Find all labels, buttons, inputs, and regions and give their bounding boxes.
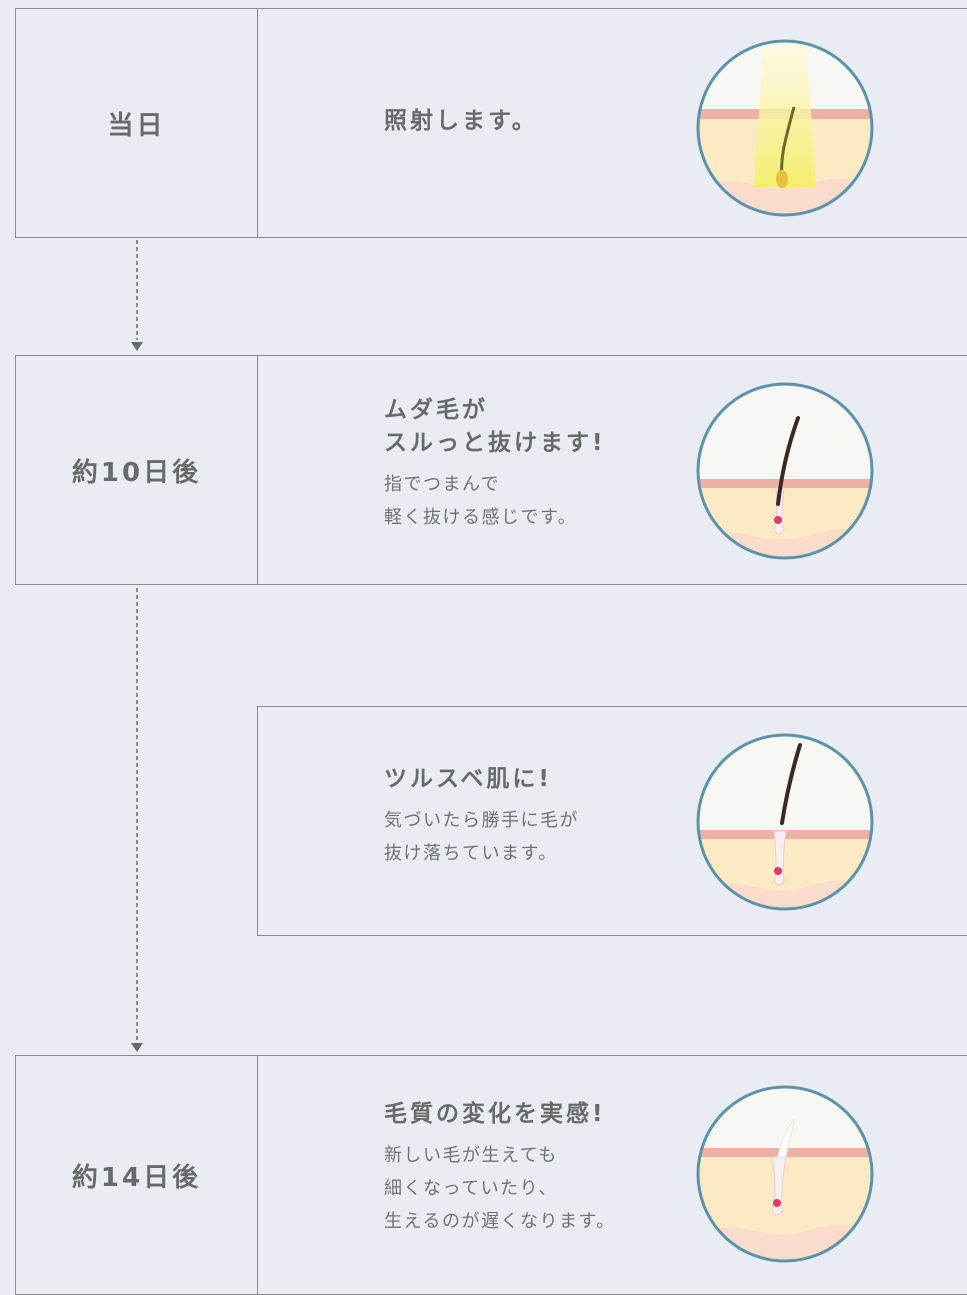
desc-line: 軽く抜ける感じです。 xyxy=(384,507,578,528)
timeline-arrow-2 xyxy=(131,588,143,1052)
day-label: 当日 xyxy=(107,110,166,141)
step-headline: 毛質の変化を実感! xyxy=(384,1098,616,1131)
day-cell: 当日 xyxy=(15,8,258,238)
step-description: 新しい毛が生えても 細くなっていたり、 生えるのが遅くなります。 xyxy=(384,1139,616,1238)
day-cell: 約10日後 xyxy=(15,355,258,585)
hair-loosening-icon xyxy=(696,382,874,560)
desc-line: 気づいたら勝手に毛が xyxy=(384,810,579,831)
step-description: 気づいたら勝手に毛が 抜け落ちています。 xyxy=(384,804,579,870)
step-text: 照射します。 xyxy=(384,105,538,138)
content-cell: ツルスベ肌に! 気づいたら勝手に毛が 抜け落ちています。 xyxy=(257,706,967,936)
content-cell: ムダ毛が スルっと抜けます! 指でつまんで 軽く抜ける感じです。 xyxy=(257,355,967,585)
thin-hair-icon xyxy=(696,1085,874,1263)
headline-line: 毛質の変化を実感! xyxy=(384,1101,606,1127)
headline-line: スルっと抜けます! xyxy=(384,430,606,456)
irradiation-icon xyxy=(696,39,874,217)
content-cell: 照射します。 xyxy=(257,8,967,238)
headline-line: ムダ毛が xyxy=(384,397,488,423)
step-text: ムダ毛が スルっと抜けます! 指でつまんで 軽く抜ける感じです。 xyxy=(384,394,606,534)
step-text: 毛質の変化を実感! 新しい毛が生えても 細くなっていたり、 生えるのが遅くなりま… xyxy=(384,1098,616,1238)
day-label: 約14日後 xyxy=(71,1162,202,1193)
desc-line: 指でつまんで xyxy=(384,474,501,495)
step-headline: 照射します。 xyxy=(384,105,538,138)
day-cell: 約14日後 xyxy=(15,1055,258,1295)
desc-line: 抜け落ちています。 xyxy=(384,843,558,864)
step-description: 指でつまんで 軽く抜ける感じです。 xyxy=(384,468,606,534)
day-label: 約10日後 xyxy=(71,457,202,488)
headline-line: ツルスベ肌に! xyxy=(384,766,552,792)
desc-line: 細くなっていたり、 xyxy=(384,1178,558,1199)
step-headline: ムダ毛が スルっと抜けます! xyxy=(384,394,606,460)
hair-falling-icon xyxy=(696,733,874,911)
desc-line: 生えるのが遅くなります。 xyxy=(384,1211,616,1232)
content-cell: 毛質の変化を実感! 新しい毛が生えても 細くなっていたり、 生えるのが遅くなりま… xyxy=(257,1055,967,1295)
desc-line: 新しい毛が生えても xyxy=(384,1145,558,1166)
step-text: ツルスベ肌に! 気づいたら勝手に毛が 抜け落ちています。 xyxy=(384,763,579,870)
timeline-arrow-1 xyxy=(131,240,143,351)
headline-line: 照射します。 xyxy=(384,108,538,134)
step-headline: ツルスベ肌に! xyxy=(384,763,579,796)
